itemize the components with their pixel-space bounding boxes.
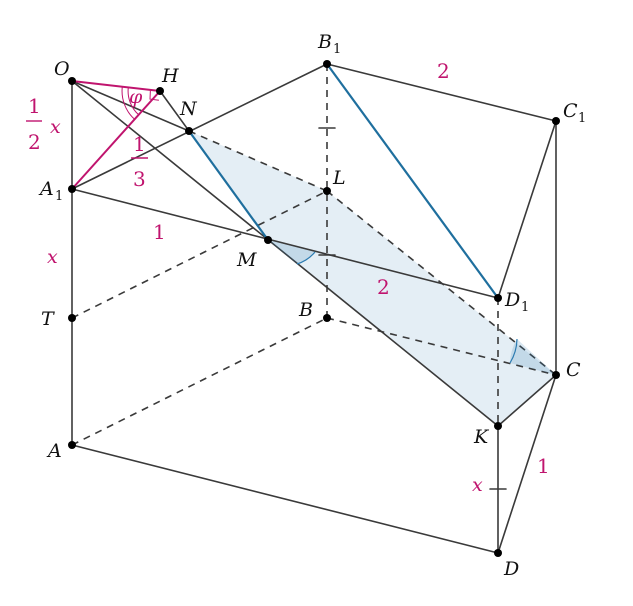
- parallel-segments: [188, 63, 499, 299]
- edge-O-N: [71, 80, 190, 132]
- point-B1: [323, 60, 331, 68]
- edge-B-C: [326, 317, 557, 376]
- label-K: K: [473, 426, 490, 448]
- label-B: B: [298, 299, 313, 321]
- tick-marks: [318, 127, 507, 490]
- label-C1: C: [563, 100, 578, 122]
- point-N: [185, 127, 193, 135]
- label-T: T: [41, 308, 55, 330]
- label-M: M: [236, 249, 257, 271]
- triangle-OHA1: [71, 80, 161, 190]
- label-C: C: [566, 359, 581, 381]
- x-label-OA1: x: [50, 116, 61, 138]
- right-angle-mark: [149, 89, 159, 101]
- x-label-KD: x: [472, 474, 483, 496]
- angle-arc-M: [296, 251, 316, 265]
- length-A1M: 1: [153, 220, 166, 244]
- angle-phi-arc-inner: [127, 87, 139, 116]
- edge-D-C: [497, 374, 557, 554]
- angle-phi-label: φ: [129, 86, 143, 108]
- third-numerator: 1: [133, 132, 146, 156]
- point-M: [264, 236, 272, 244]
- points: [68, 60, 560, 557]
- label-H: H: [161, 65, 179, 87]
- angle-fill-C: [510, 339, 556, 375]
- point-T: [68, 314, 76, 322]
- label-L: L: [332, 167, 346, 189]
- segment-H-A1: [71, 90, 161, 190]
- edge-B1-C1: [326, 63, 557, 122]
- point-D: [494, 549, 502, 557]
- half-numerator: 1: [28, 94, 41, 118]
- edge-C1-D1: [497, 120, 557, 299]
- label-A1: A: [38, 178, 54, 200]
- measure-labels: 1 2 x 1 3 x x 2 1 2 1 φ: [26, 59, 550, 496]
- label-B1: B: [317, 31, 332, 53]
- length-CD: 1: [537, 454, 550, 478]
- edge-A-D: [71, 444, 499, 554]
- label-O: O: [54, 58, 70, 80]
- point-L: [323, 187, 331, 195]
- point-O: [68, 77, 76, 85]
- section-polygon: [189, 131, 556, 426]
- angle-arcs: [268, 240, 556, 375]
- label-A: A: [46, 440, 62, 462]
- edge-A-B: [71, 317, 328, 446]
- label-D1: D: [504, 289, 520, 311]
- edge-H-N: [159, 90, 190, 132]
- label-N: N: [179, 98, 198, 120]
- label-D: D: [503, 558, 519, 580]
- point-K: [494, 422, 502, 430]
- point-H: [156, 87, 164, 95]
- point-C: [552, 371, 560, 379]
- length-B1C1: 2: [437, 59, 450, 83]
- half-denominator: 2: [28, 130, 41, 154]
- edge-T-L: [71, 190, 328, 319]
- length-MD1: 2: [377, 275, 390, 299]
- label-C1-sub: 1: [578, 111, 586, 126]
- visible-edges: [71, 63, 557, 554]
- angle-fill-M: [268, 240, 315, 264]
- x-label-A1T: x: [47, 246, 58, 268]
- edge-A1-D1: [71, 188, 499, 299]
- third-denominator: 3: [133, 167, 146, 191]
- edge-A1-B1: [71, 63, 328, 190]
- segment-O-H: [71, 80, 161, 92]
- segment-N-M: [188, 130, 269, 241]
- label-A1-sub: 1: [55, 189, 63, 204]
- point-A: [68, 441, 76, 449]
- edge-K-C: [497, 374, 557, 427]
- segment-B1-D1: [326, 63, 499, 299]
- point-B: [323, 314, 331, 322]
- point-C1: [552, 117, 560, 125]
- point-A1: [68, 185, 76, 193]
- label-D1-sub: 1: [521, 300, 529, 315]
- point-D1: [494, 294, 502, 302]
- angle-phi-arc-outer: [121, 86, 135, 120]
- point-labels: O H N B 1 C 1 A 1 L M D 1 T B C K A D: [38, 31, 586, 580]
- angle-arc-C: [509, 338, 518, 364]
- edge-O-K: [71, 80, 499, 427]
- label-B1-sub: 1: [333, 42, 341, 57]
